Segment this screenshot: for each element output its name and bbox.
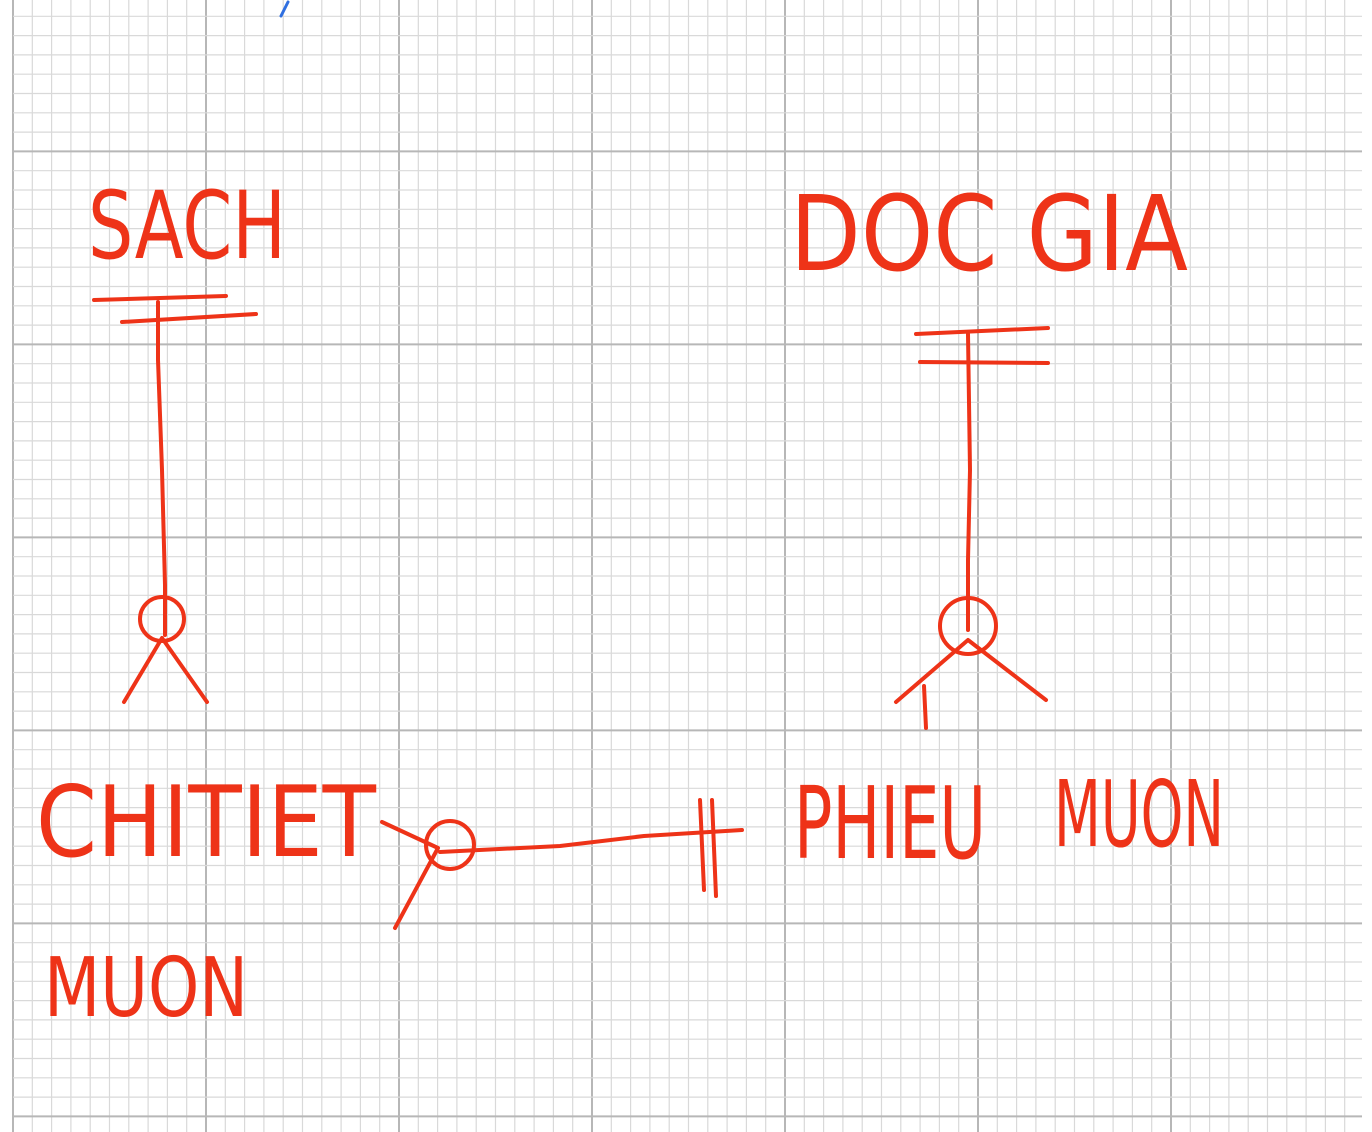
stray-mark bbox=[279, 0, 290, 18]
connector-line bbox=[156, 300, 167, 637]
connector-line bbox=[438, 828, 744, 854]
entity-label-chi-tiet-line2: MUON bbox=[44, 941, 248, 1036]
one-bar bbox=[120, 312, 258, 324]
one-bar bbox=[914, 326, 1050, 336]
relationship-docgia-phieu bbox=[894, 326, 1050, 730]
crows-foot bbox=[122, 636, 209, 704]
zero-circle bbox=[424, 819, 476, 871]
relationship-phieu-chitiet bbox=[380, 798, 744, 930]
entity-label-sach: SACH bbox=[88, 172, 286, 281]
crows-foot bbox=[894, 638, 1048, 704]
crows-foot bbox=[380, 820, 440, 930]
one-bar bbox=[710, 798, 718, 898]
one-bar bbox=[92, 294, 228, 302]
entity-label-phieu-line2: MUON bbox=[1054, 761, 1224, 868]
relationship-sach-chitiet bbox=[92, 294, 258, 704]
entity-label-doc-gia: DOC GIA bbox=[790, 173, 1188, 295]
entity-label-phieu: PHIEU bbox=[794, 765, 986, 882]
graph-paper-grid bbox=[12, 0, 1362, 1132]
zero-circle bbox=[938, 596, 998, 656]
tick-mark bbox=[922, 684, 928, 730]
entity-label-chi-tiet: CHITIET bbox=[36, 766, 377, 880]
connector-line bbox=[966, 332, 972, 632]
one-bar bbox=[918, 360, 1050, 365]
one-bar bbox=[698, 798, 706, 892]
